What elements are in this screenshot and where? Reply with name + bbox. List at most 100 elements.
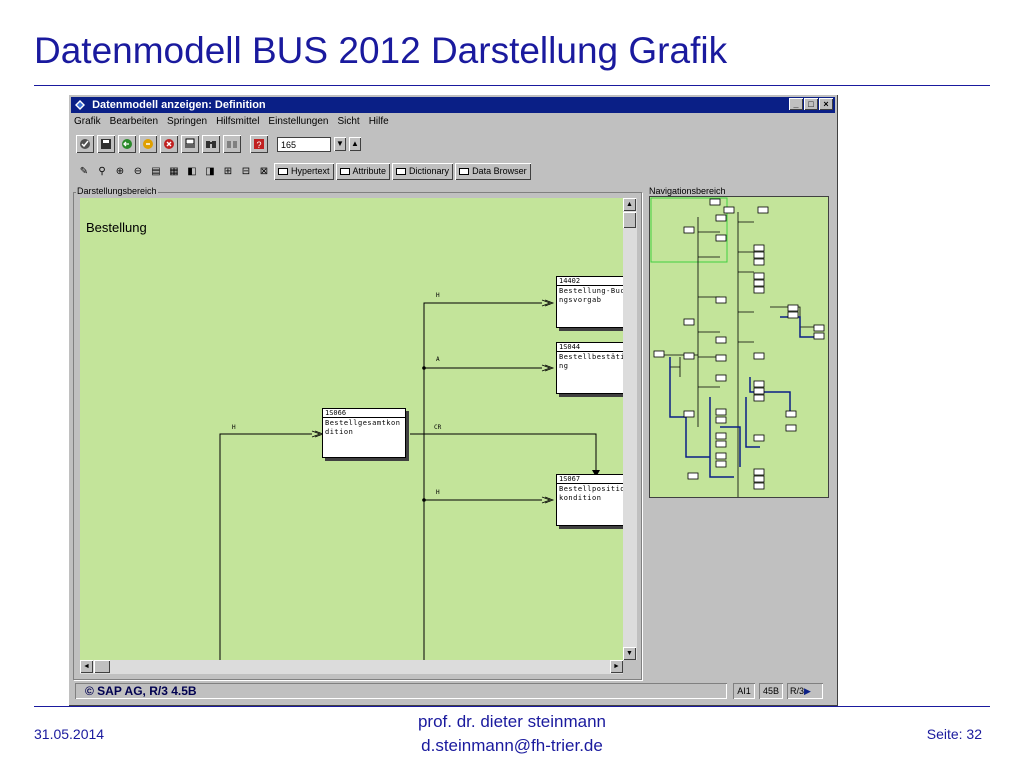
footer-author-block: prof. dr. dieter steinmann d.steinmann@f… [362, 710, 662, 758]
find-next-icon[interactable] [223, 135, 241, 153]
status-text: © SAP AG, R/3 4.5B [75, 683, 727, 699]
zoom-out-icon[interactable]: ⊖ [130, 163, 146, 179]
user-icon[interactable]: ⚲ [94, 163, 110, 179]
menu-grafik[interactable]: Grafik [74, 116, 101, 127]
footer-divider [34, 706, 990, 707]
menu-hilfsmittel[interactable]: Hilfsmittel [216, 116, 260, 127]
menu-bearbeiten[interactable]: Bearbeiten [109, 116, 159, 127]
status-bar: © SAP AG, R/3 4.5B AI1 45B R/3▶ [71, 682, 835, 702]
entity-box[interactable]: 1S067 Bestellpositionskondition [556, 474, 623, 526]
scroll-down-icon[interactable]: ▼ [623, 647, 636, 660]
find-icon[interactable] [202, 135, 220, 153]
entity-box[interactable]: 14402 Bestellung-Buchungsvorgab [556, 276, 623, 328]
dictionary-button[interactable]: Dictionary [392, 162, 454, 180]
sap-window: Datenmodell anzeigen: Definition _ □ × G… [68, 94, 838, 706]
status-product: R/3▶ [787, 683, 823, 699]
footer-email: d.steinmann@fh-trier.de [421, 736, 603, 755]
window-titlebar: Datenmodell anzeigen: Definition _ □ × [71, 97, 835, 113]
dictionary-label: Dictionary [409, 165, 450, 176]
help-icon[interactable]: ? [250, 135, 268, 153]
status-product-label: R/3 [790, 686, 805, 696]
entity-name: Bestellung-Buchungsvorgab [559, 287, 623, 304]
diagram-canvas[interactable]: Bestellung [80, 198, 623, 660]
display-area-label: Darstellungsbereich [76, 186, 158, 196]
navigation-overview [650, 197, 825, 497]
relation-label: A [436, 356, 440, 363]
cancel-icon[interactable] [160, 135, 178, 153]
layout-icon[interactable]: ◧ [184, 163, 200, 179]
hierarchy-icon[interactable]: ⊞ [220, 163, 236, 179]
relation-label: H [436, 292, 440, 299]
list-icon[interactable]: ▤ [148, 163, 164, 179]
svg-text:?: ? [256, 140, 261, 150]
relation-label: H [232, 424, 236, 431]
back-icon[interactable] [118, 135, 136, 153]
title-divider [34, 85, 990, 86]
status-system: AI1 [733, 683, 755, 699]
connect-icon[interactable]: ⊠ [256, 163, 272, 179]
hypertext-label: Hypertext [291, 165, 330, 176]
window-icon [459, 167, 470, 175]
data-browser-button[interactable]: Data Browser [455, 162, 531, 180]
status-arrow-icon[interactable]: ▶ [804, 686, 811, 696]
vertical-scrollbar[interactable]: ▲ ▼ [623, 198, 637, 660]
menu-hilfe[interactable]: Hilfe [368, 116, 389, 127]
window-icon [278, 167, 288, 175]
entity-box[interactable]: 1S066 Bestellgesamtkondition [322, 408, 406, 458]
footer-date: 31.05.2014 [34, 726, 105, 742]
navigation-panel[interactable] [649, 196, 829, 498]
attribute-button[interactable]: Attribute [335, 162, 391, 180]
entity-id: 1S067 [557, 475, 623, 484]
display-area-frame [73, 192, 642, 680]
window-icon [396, 167, 407, 175]
entity-id: 14402 [557, 277, 623, 286]
graphic-toolbar: ✎ ⚲ ⊕ ⊖ ▤ ▦ ◧ ◨ ⊞ ⊟ ⊠ Hypertext Attribut… [76, 161, 531, 181]
slide-title: Datenmodell BUS 2012 Darstellung Grafik [34, 30, 728, 71]
maximize-button[interactable]: □ [804, 98, 818, 110]
status-release: 45B [759, 683, 783, 699]
horizontal-scrollbar[interactable]: ◄ ► [80, 660, 623, 674]
sap-diamond-icon [75, 100, 85, 110]
footer-page-number: Seite: 32 [926, 726, 982, 742]
relation-label: H [436, 489, 440, 496]
entity-id: 1S044 [557, 343, 623, 352]
zoom-input[interactable]: 165 [277, 136, 331, 152]
menu-bar: Grafik Bearbeiten Springen Hilfsmittel E… [74, 116, 389, 127]
table-icon[interactable]: ▦ [166, 163, 182, 179]
network-icon[interactable]: ⊟ [238, 163, 254, 179]
canvas-title: Bestellung [86, 220, 147, 235]
pencil-icon[interactable]: ✎ [76, 163, 92, 179]
check-icon[interactable] [76, 135, 94, 153]
scroll-up-icon[interactable]: ▲ [623, 198, 636, 211]
footer-author: prof. dr. dieter steinmann [417, 712, 607, 731]
data-browser-label: Data Browser [472, 165, 527, 176]
minimize-button[interactable]: _ [789, 98, 803, 110]
save-icon[interactable] [97, 135, 115, 153]
window-icon [339, 167, 350, 175]
nav-area-label: Navigationsbereich [648, 186, 727, 196]
zoom-down-icon[interactable]: ▼ [334, 137, 346, 151]
scroll-left-icon[interactable]: ◄ [80, 660, 93, 673]
entity-name: Bestellbestätigung [559, 353, 623, 370]
scroll-right-icon[interactable]: ► [610, 660, 623, 673]
entity-name: Bestellgesamtkondition [325, 419, 401, 436]
entity-box[interactable]: 1S044 Bestellbestätigung [556, 342, 623, 394]
exit-icon[interactable] [139, 135, 157, 153]
menu-einstellungen[interactable]: Einstellungen [268, 116, 329, 127]
menu-sicht[interactable]: Sicht [337, 116, 360, 127]
hypertext-button[interactable]: Hypertext [274, 162, 334, 180]
print-icon[interactable] [181, 135, 199, 153]
relation-label: CR [434, 424, 442, 431]
flag-icon[interactable]: ◨ [202, 163, 218, 179]
window-title: Datenmodell anzeigen: Definition [92, 99, 266, 111]
standard-toolbar: ? 165 ▼ ▲ [76, 133, 361, 155]
entity-name: Bestellpositionskondition [559, 485, 623, 502]
zoom-up-icon[interactable]: ▲ [349, 137, 361, 151]
scroll-thumb[interactable] [623, 212, 636, 228]
relationship-lines [219, 299, 600, 660]
zoom-in-icon[interactable]: ⊕ [112, 163, 128, 179]
hscroll-thumb[interactable] [94, 660, 110, 673]
attribute-label: Attribute [352, 165, 387, 176]
close-button[interactable]: × [819, 98, 833, 110]
menu-springen[interactable]: Springen [167, 116, 208, 127]
